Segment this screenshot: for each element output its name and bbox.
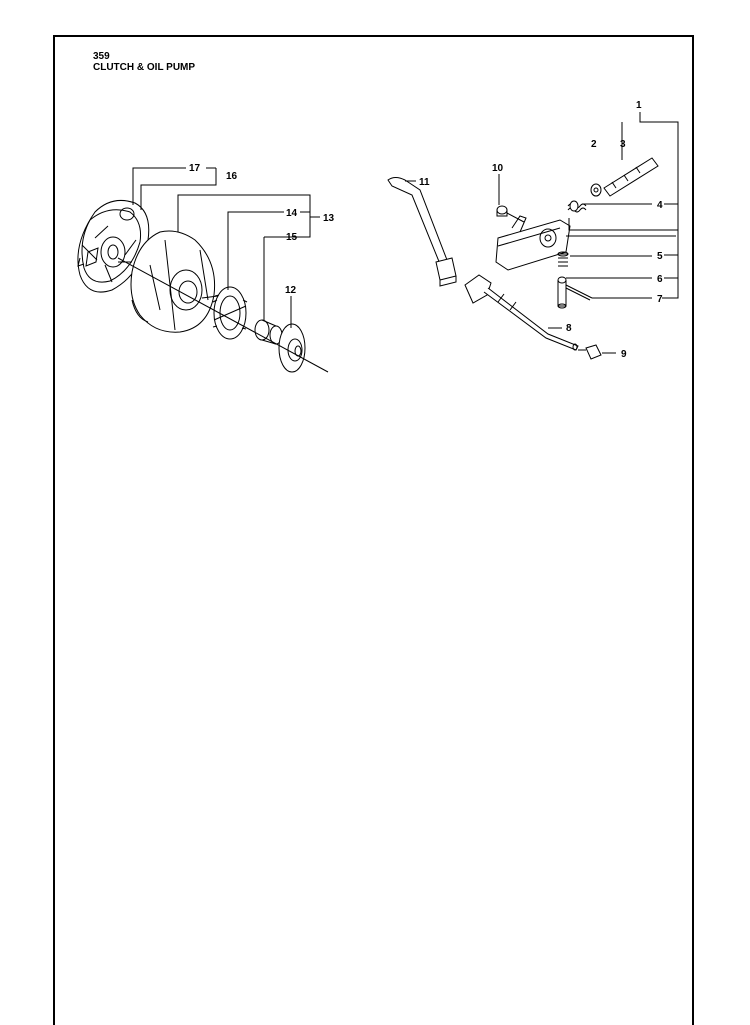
callout-5: 5 [657, 251, 663, 262]
callout-3: 3 [620, 139, 626, 150]
callout-11: 11 [419, 177, 430, 188]
callout-leader-lines [132, 112, 679, 354]
callout-12: 12 [285, 285, 297, 296]
callout-6: 6 [657, 274, 663, 285]
callout-4: 4 [657, 200, 663, 211]
shaft-axis-line [117, 257, 329, 373]
nut-9-drawing [578, 344, 602, 360]
callout-17: 17 [189, 163, 201, 174]
spring-5-drawing [557, 251, 569, 267]
callout-7: 7 [657, 294, 663, 305]
diagram-title: CLUTCH & OIL PUMP [93, 62, 196, 73]
page-frame [53, 35, 694, 1025]
clutch-drum-drawing [130, 230, 219, 333]
callout-14: 14 [286, 208, 298, 219]
callout-10: 10 [492, 163, 504, 174]
callout-8: 8 [566, 323, 572, 334]
callout-16: 16 [226, 171, 238, 182]
callout-2: 2 [591, 139, 597, 150]
needle-bearing-drawing [254, 319, 283, 345]
model-number: 359 [93, 51, 110, 62]
clutch-shoes-drawing [77, 200, 150, 293]
callout-13: 13 [323, 213, 335, 224]
screw-10-drawing [496, 205, 525, 223]
plunger-drawing [557, 276, 593, 309]
pump-piston-spring-drawing [567, 157, 659, 213]
callout-9: 9 [621, 349, 627, 360]
washer-drawing [278, 323, 306, 373]
rim-sprocket-drawing [212, 286, 248, 340]
callout-1: 1 [636, 100, 642, 111]
worm-shaft-drawing [464, 274, 579, 351]
callout-15: 15 [286, 232, 298, 243]
oil-pump-lever-drawing [387, 177, 457, 287]
